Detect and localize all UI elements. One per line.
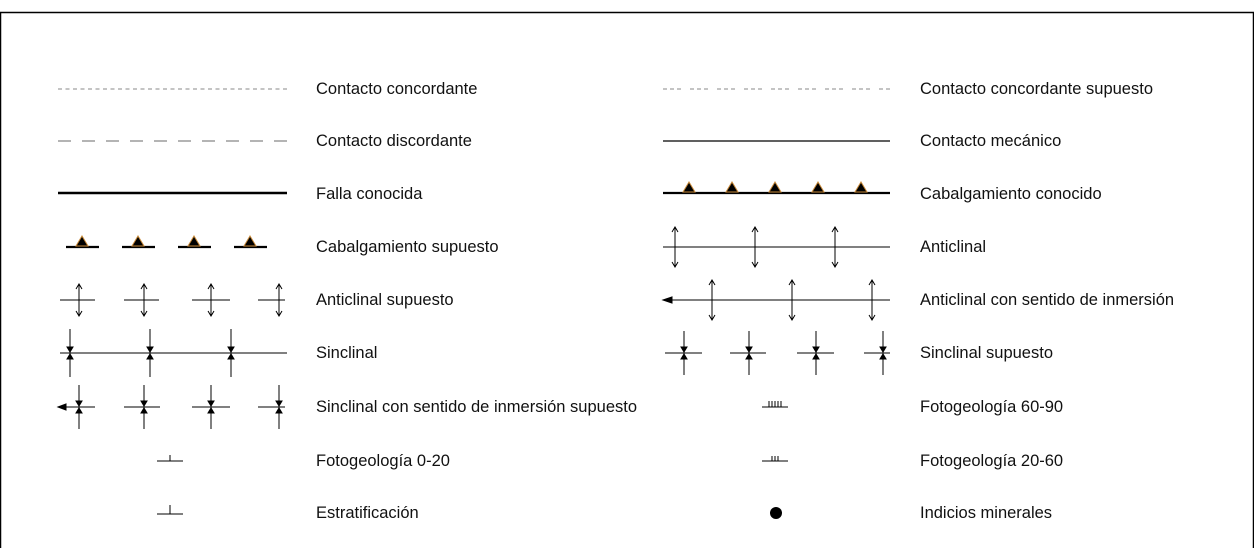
symbol-sinclinal-inmersion-supuesto (56, 385, 285, 429)
label-fotogeologia-60-90: Fotogeología 60-90 (920, 398, 1064, 416)
symbol-sinclinal (60, 329, 287, 377)
label-contacto-discordante: Contacto discordante (316, 132, 472, 150)
label-sinclinal: Sinclinal (316, 344, 378, 362)
symbol-anticlinal-supuesto (60, 283, 285, 317)
symbol-indicios-minerales (770, 507, 782, 519)
label-sinclinal-supuesto: Sinclinal supuesto (920, 344, 1053, 362)
label-contacto-concordante: Contacto concordante (316, 80, 478, 98)
label-contacto-mecanico: Contacto mecánico (920, 132, 1062, 150)
label-anticlinal-supuesto: Anticlinal supuesto (316, 291, 454, 309)
symbol-cabalgamiento-conocido (663, 181, 890, 195)
anticline-arrow (75, 283, 83, 317)
label-fotogeologia-0-20: Fotogeología 0-20 (316, 452, 450, 470)
symbol-cabalgamiento-supuesto (66, 235, 267, 249)
symbol-anticlinal (663, 226, 890, 268)
label-cabalgamiento-conocido: Cabalgamiento conocido (920, 185, 1102, 203)
symbol-sinclinal-supuesto (665, 331, 890, 375)
symbol-fotogeologia-0-20 (157, 455, 183, 462)
label-fotogeologia-20-60: Fotogeología 20-60 (920, 452, 1064, 470)
label-anticlinal: Anticlinal (920, 238, 987, 256)
symbol-fotogeologia-60-90 (762, 401, 788, 408)
label-cabalgamiento-supuesto: Cabalgamiento supuesto (316, 238, 499, 256)
symbol-fotogeologia-20-60 (762, 456, 788, 462)
symbol-anticlinal-inmersion (661, 279, 890, 321)
symbol-estratificacion (157, 505, 183, 515)
label-sinclinal-inmersion-supuesto: Sinclinal con sentido de inmersión supue… (316, 398, 638, 416)
label-falla-conocida: Falla conocida (316, 185, 423, 203)
label-estratificacion: Estratificación (316, 504, 419, 522)
label-contacto-concordante-supuesto: Contacto concordante supuesto (920, 80, 1153, 98)
label-indicios-minerales: Indicios minerales (920, 504, 1053, 522)
label-anticlinal-inmersion: Anticlinal con sentido de inmersión (920, 291, 1175, 309)
